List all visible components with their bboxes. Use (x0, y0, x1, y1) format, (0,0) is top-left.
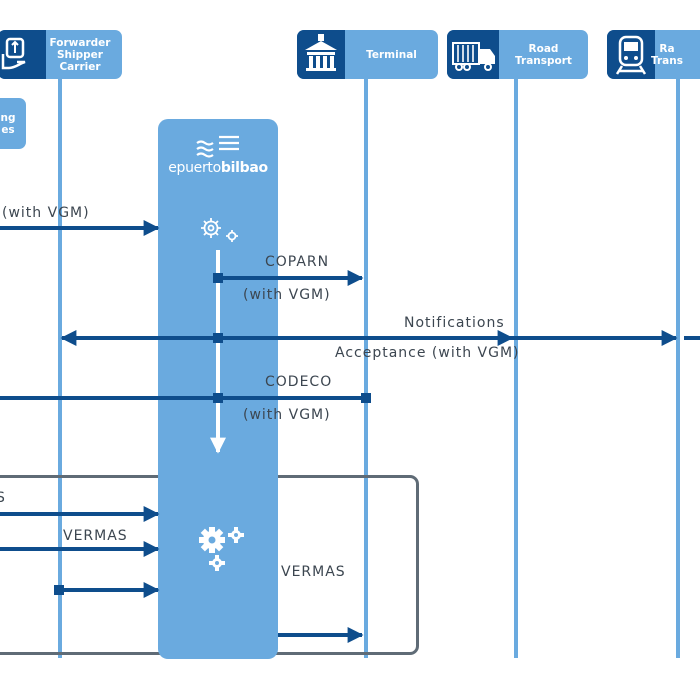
terminal-building-icon (297, 30, 345, 79)
label-vermas-left: VERMAS (63, 528, 128, 544)
shipper-box-icon (0, 30, 46, 79)
actor-terminal: Terminal (297, 30, 438, 79)
actor-road-line-2: Transport (515, 54, 572, 67)
label-codeco: CODECO (265, 374, 333, 390)
truck-icon (447, 30, 499, 79)
label-coparn: COPARN (265, 254, 330, 270)
terminal-lifeline (364, 60, 368, 658)
actor-road-transport: Road Transport (447, 30, 588, 79)
label-with-vgm-top: (with VGM) (2, 205, 90, 221)
label-vermas-right: VERMAS (281, 564, 346, 580)
actor-partial-line-1: ng (0, 111, 16, 124)
actor-forwarder-line-1: Forwarder (49, 36, 111, 49)
actor-partial-left: ng es (0, 98, 26, 149)
coparn-start-marker (213, 273, 223, 283)
forwarder-vermas-marker (54, 585, 64, 595)
label-coparn-sub: (with VGM) (243, 287, 331, 303)
label-acceptance: Acceptance (with VGM) (335, 345, 520, 361)
label-s-partial: S (0, 490, 6, 506)
actor-partial-line-2: es (1, 123, 15, 136)
forwarder-lifeline (58, 60, 62, 658)
actor-forwarder-line-2: Shipper (57, 48, 103, 61)
road-lifeline (514, 60, 518, 658)
actor-forwarder-line-3: Carrier (59, 60, 101, 73)
actor-rail-line-1: Ra (659, 42, 675, 55)
label-codeco-sub: (with VGM) (243, 407, 331, 423)
actor-rail-transport: Ra Trans (607, 30, 700, 79)
actor-terminal-label: Terminal (366, 48, 417, 61)
brand-suffix: bilbao (220, 160, 268, 176)
brand-prefix: epuerto (168, 160, 221, 176)
label-notifications: Notifications (404, 315, 505, 331)
train-icon (607, 30, 655, 79)
actor-road-line-1: Road (528, 42, 559, 55)
vermas-gears-icon (199, 527, 244, 571)
process-gears-icon (201, 218, 238, 242)
platform-brand: epuertobilbao (158, 160, 278, 176)
rail-lifeline (676, 60, 680, 658)
actor-forwarder-shipper-carrier: Forwarder Shipper Carrier (0, 30, 122, 79)
actor-rail-line-2: Trans (651, 54, 683, 67)
